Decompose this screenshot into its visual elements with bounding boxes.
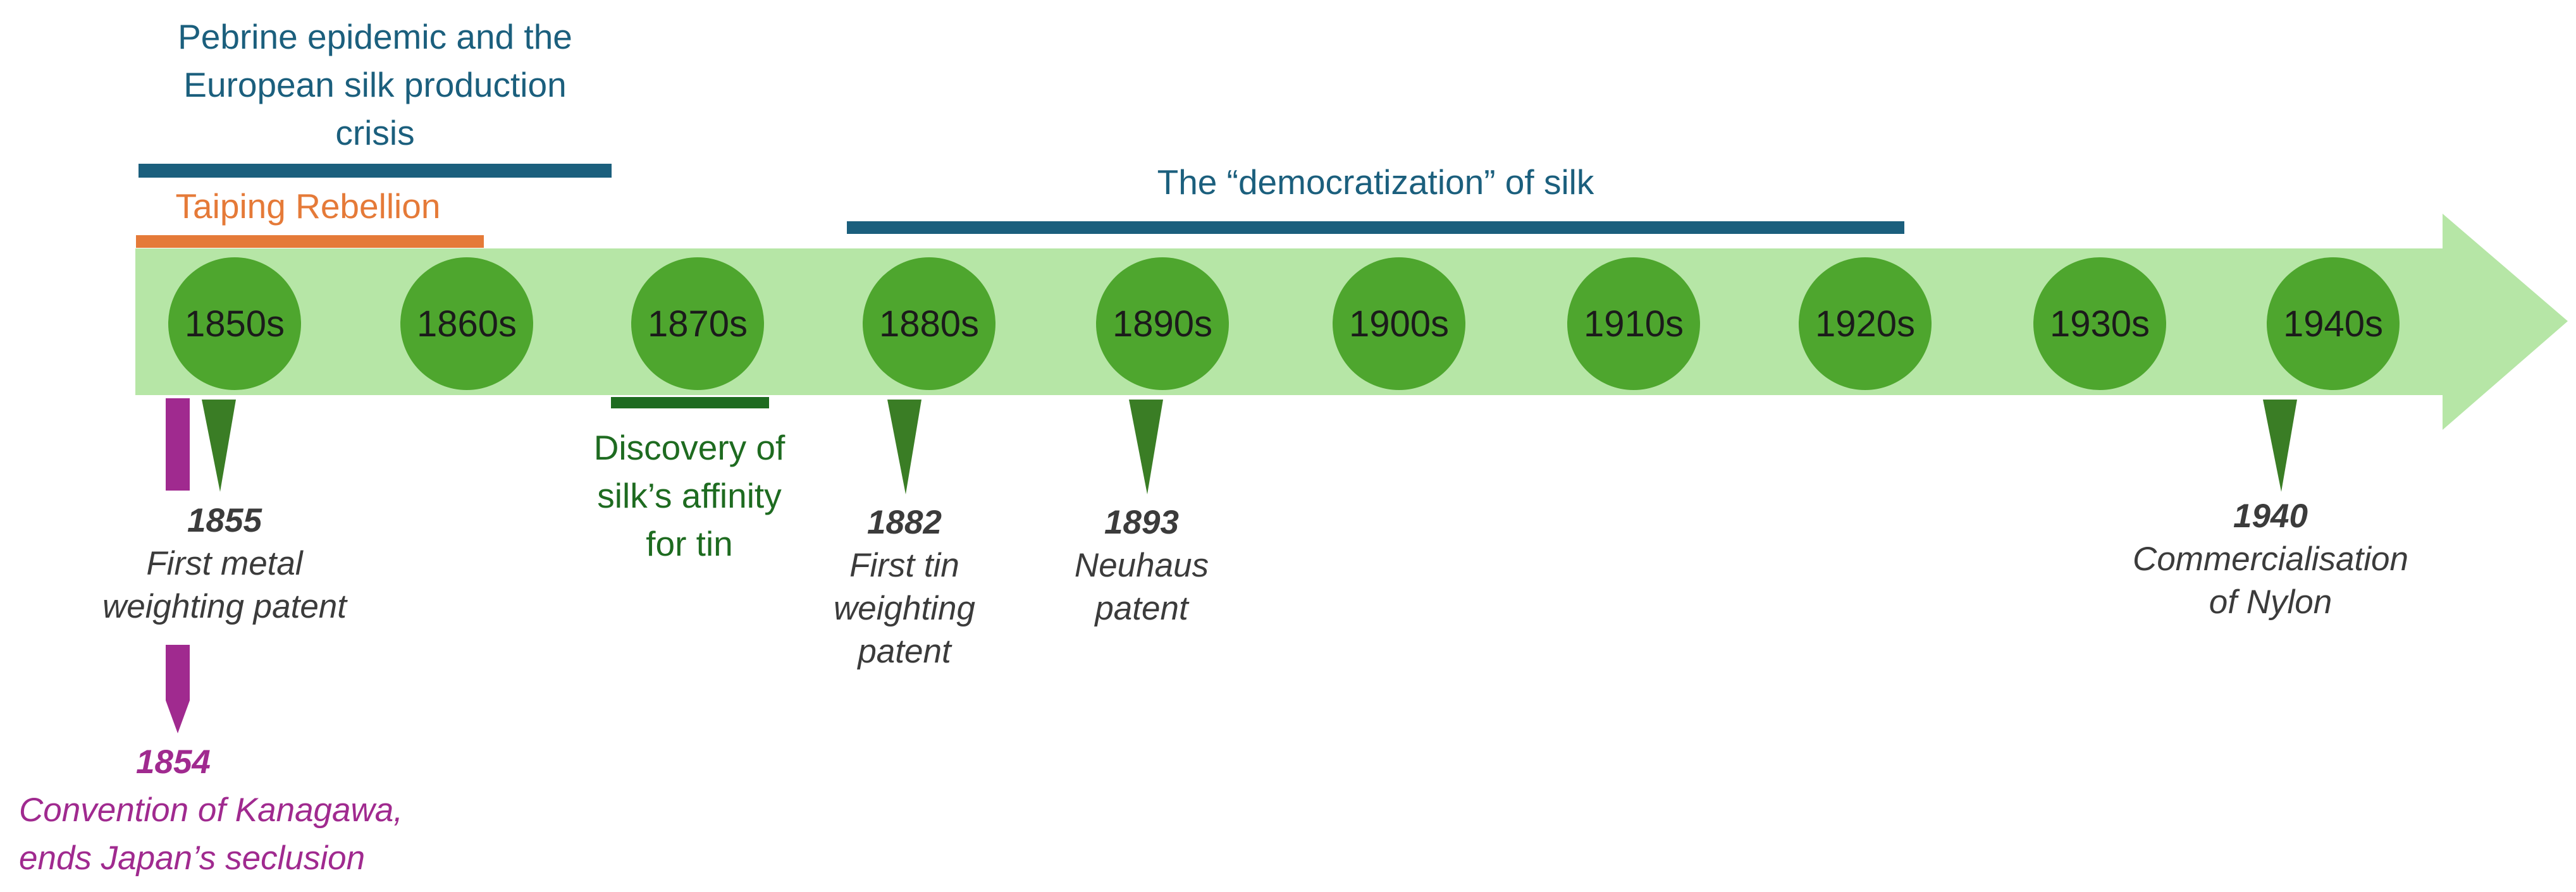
- event-description-line: weighting: [834, 590, 975, 627]
- event-1940: 1940 Commercialisation of Nylon: [2093, 495, 2448, 624]
- pebrine-span-bar: [139, 164, 612, 178]
- event-1854: 1854 Convention of Kanagawa, ends Japan’…: [0, 738, 455, 883]
- decade-circle-1850s: 1850s: [168, 257, 301, 390]
- discovery-label-line: for tin: [646, 524, 733, 563]
- decade-circle-1930s: 1930s: [2033, 257, 2166, 390]
- democratization-span-bar: [847, 221, 1904, 234]
- event-description-line: of Nylon: [2209, 583, 2333, 621]
- event-year: 1893: [1104, 504, 1179, 541]
- decade-circle-1910s: 1910s: [1567, 257, 1700, 390]
- event-year: 1854: [136, 743, 211, 781]
- event-description-line: patent: [1095, 590, 1188, 627]
- pebrine-label-line: Pebrine epidemic and the: [178, 17, 572, 56]
- discovery-label-line: Discovery of: [593, 428, 786, 467]
- marker-1854-bar-upper: [166, 398, 190, 491]
- pebrine-span-label: Pebrine epidemic and the European silk p…: [138, 13, 612, 157]
- pebrine-label-line: crisis: [335, 113, 415, 152]
- event-description-line: First metal: [146, 545, 303, 582]
- marker-1882-triangle: [887, 400, 921, 494]
- event-description-line: Neuhaus: [1074, 547, 1209, 584]
- marker-1854-pointer: [166, 645, 190, 733]
- event-1882: 1882 First tin weighting patent: [778, 501, 1031, 673]
- event-description-line: First tin: [849, 547, 959, 584]
- marker-1893-triangle: [1129, 400, 1163, 494]
- event-year: 1882: [867, 504, 942, 541]
- decade-circle-1880s: 1880s: [863, 257, 995, 390]
- pebrine-label-line: European silk production: [183, 65, 567, 104]
- marker-1940-triangle: [2263, 400, 2297, 492]
- decade-circle-1860s: 1860s: [400, 257, 533, 390]
- discovery-label: Discovery of silk’s affinity for tin: [557, 424, 822, 568]
- decade-circle-1900s: 1900s: [1333, 257, 1465, 390]
- decade-circle-1920s: 1920s: [1799, 257, 1932, 390]
- event-1855: 1855 First metal weighting patent: [63, 499, 386, 628]
- event-description-line: Commercialisation: [2133, 541, 2408, 578]
- event-1893: 1893 Neuhaus patent: [1015, 501, 1268, 630]
- taiping-span-bar: [136, 235, 484, 248]
- decade-circle-1940s: 1940s: [2267, 257, 2400, 390]
- decade-circle-1890s: 1890s: [1096, 257, 1229, 390]
- discovery-span-bar: [611, 397, 769, 408]
- event-description-line: patent: [858, 633, 951, 670]
- event-year: 1855: [187, 502, 262, 539]
- event-description-line: weighting patent: [102, 588, 347, 625]
- event-year: 1940: [2233, 498, 2308, 535]
- democratization-span-label: The “democratization” of silk: [1157, 162, 1594, 202]
- discovery-label-line: silk’s affinity: [597, 476, 782, 515]
- taiping-span-label: Taiping Rebellion: [175, 186, 441, 226]
- decade-circle-1870s: 1870s: [631, 257, 764, 390]
- event-description-line: ends Japan’s seclusion: [19, 840, 366, 877]
- event-description-line: Convention of Kanagawa,: [19, 791, 403, 829]
- marker-1855-triangle: [202, 400, 236, 492]
